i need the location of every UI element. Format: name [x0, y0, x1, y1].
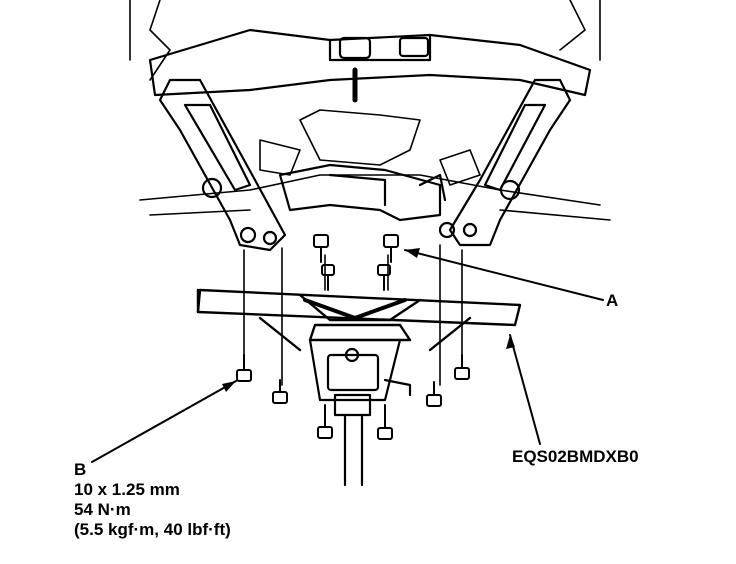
- leader-arrowheads: [222, 248, 515, 392]
- chassis-background: [129, 0, 611, 221]
- left-control-arm: [158, 78, 287, 252]
- jack-support-beam: [196, 288, 522, 352]
- center-bracket: [278, 163, 447, 222]
- jack-head: [308, 338, 412, 487]
- upper-crossmember: [148, 28, 592, 103]
- lower-bolts: [236, 354, 470, 440]
- leader-lines: [91, 249, 604, 463]
- callout-b-label: B: [74, 460, 87, 479]
- bolt-a-right: [377, 234, 399, 291]
- bolt-size-text: 10 x 1.25 mm: [74, 480, 180, 499]
- callout-a-label: A: [606, 291, 619, 310]
- torque-spec-block: B 10 x 1.25 mm 54 N·m (5.5 kgf·m, 40 lbf…: [74, 460, 231, 540]
- torque-nm-text: 54 N·m: [74, 500, 131, 519]
- bolt-a-left: [313, 234, 335, 291]
- figure-code-label: EQS02BMDXB0: [512, 447, 639, 466]
- torque-alt-text: (5.5 kgf·m, 40 lbf·ft): [74, 520, 231, 539]
- right-control-arm: [438, 78, 572, 247]
